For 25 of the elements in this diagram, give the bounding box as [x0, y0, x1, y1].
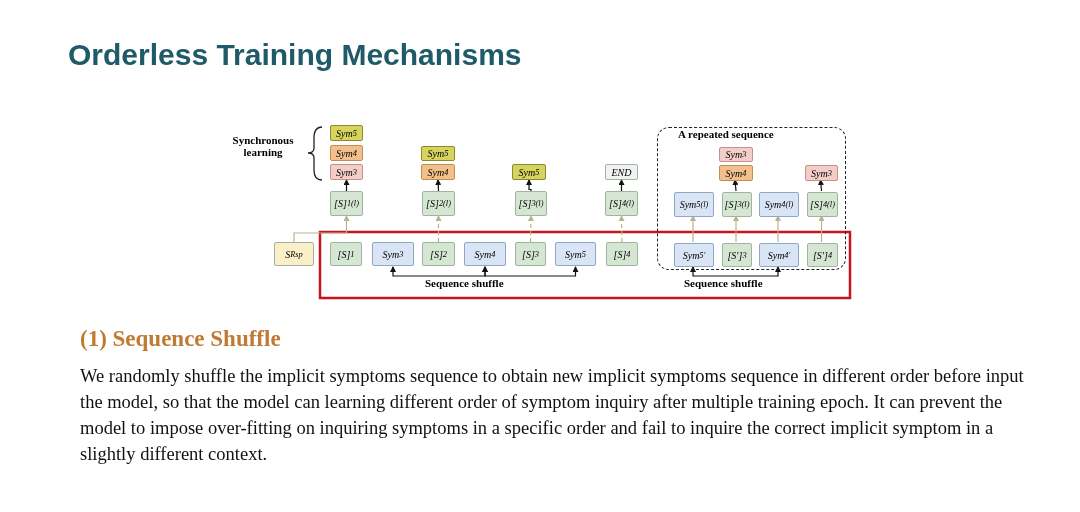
arrow — [818, 215, 825, 243]
arrow — [690, 215, 696, 243]
end-token: END — [605, 164, 638, 180]
arrow — [343, 179, 350, 192]
section-heading: (1) Sequence Shuffle — [80, 326, 281, 352]
slide-title: Orderless Training Mechanisms — [68, 38, 522, 72]
arrow — [732, 179, 739, 192]
dashed-group-box — [657, 127, 846, 270]
bracket-caption: Sequence shuffle — [425, 277, 504, 289]
side-caption: Synchronous learning — [231, 134, 295, 158]
shuffle-arrow — [690, 266, 781, 277]
arrow — [527, 215, 534, 243]
arrow — [293, 215, 350, 243]
group-title: A repeated sequence — [678, 128, 774, 140]
arrow — [526, 179, 532, 192]
body-paragraph: We randomly shuffle the implicit symptoms sequence to obtain new implicit symptoms sequence in different order before input the model, so that the model can learning different order of symptom inquiry after multiple training epoch. It can prevent the model to impose over-fitting on inquiring symptoms in a specific order and fail to inquire the correct implicit symptom in a slightly different context. — [80, 365, 1025, 466]
arrow — [618, 215, 625, 243]
shuffle-arrow — [482, 266, 579, 277]
arrow — [775, 215, 781, 243]
bracket-caption: Sequence shuffle — [684, 277, 763, 289]
arrow — [435, 179, 442, 192]
arrow — [435, 215, 442, 243]
arrow — [618, 179, 625, 192]
arrow — [733, 215, 739, 243]
arrow — [817, 179, 824, 192]
